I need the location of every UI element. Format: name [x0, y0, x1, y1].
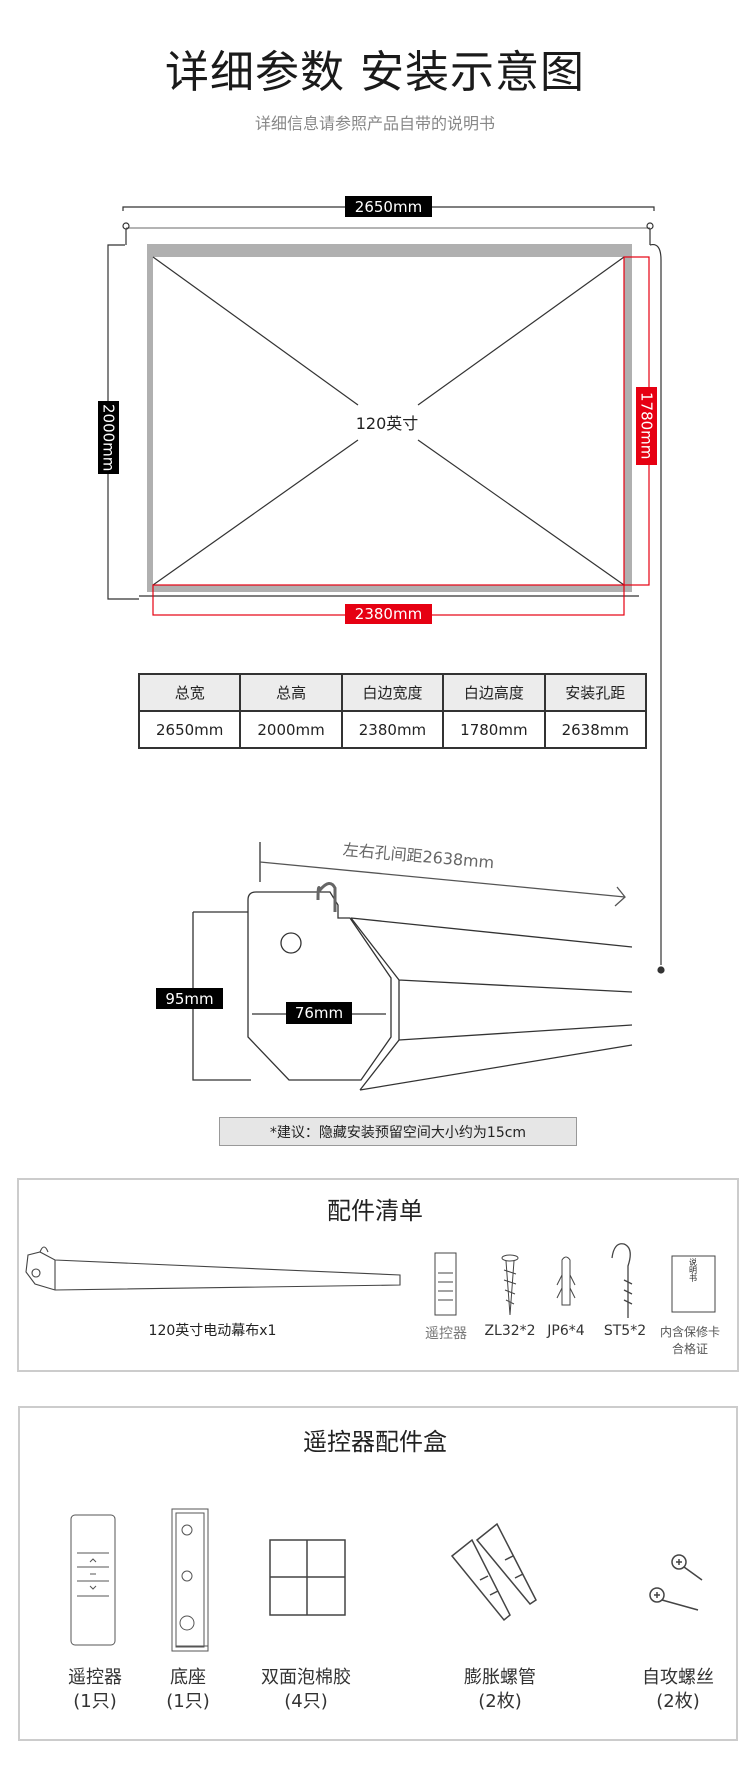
hook-label: ST5*2 [603, 1323, 647, 1339]
value-cell: 2000mm [239, 710, 343, 749]
screen-item-label: 120英寸电动幕布x1 [148, 1323, 277, 1339]
housing-diagram [192, 842, 633, 1091]
value-cell: 2650mm [137, 710, 242, 749]
foam-tape-label: 双面泡棉胶(4只) [261, 1667, 351, 1712]
header-cell: 总宽 [137, 673, 242, 712]
value-cell: 1780mm [442, 710, 546, 749]
white-width-label: 2380mm [345, 604, 432, 624]
manual-label-1: 内含保修卡 [659, 1325, 720, 1339]
remote-icon [434, 1252, 457, 1316]
screen-size-label: 120英寸 [355, 414, 419, 433]
value-cell: 2638mm [543, 710, 648, 749]
remote-control-label: 遥控器(1只) [68, 1667, 122, 1712]
header-cell: 总高 [239, 673, 343, 712]
housing-height-label: 95mm [156, 988, 223, 1009]
expansion-anchor-label: 膨胀螺管(2枚) [464, 1667, 536, 1712]
white-height-label: 1780mm [636, 387, 657, 465]
page-title: 详细参数 安装示意图 [165, 47, 585, 98]
manual-icon-text: 说明书 [689, 1257, 698, 1283]
page-subtitle: 详细信息请参照产品自带的说明书 [254, 114, 495, 133]
table-header-row: 总宽 总高 白边宽度 白边高度 安装孔距 [137, 673, 648, 712]
spec-table: 总宽 总高 白边宽度 白边高度 安装孔距 2650mm 2000mm 2380m… [137, 673, 648, 749]
foam-tape-icon [269, 1539, 346, 1616]
self-tapping-screw-icon [649, 1554, 703, 1611]
wall-base-label: 底座(1只) [166, 1667, 210, 1712]
anchor-icon [556, 1256, 576, 1306]
screen-diagram [107, 206, 665, 974]
value-cell: 2380mm [340, 710, 445, 749]
screw-icon [501, 1254, 519, 1316]
header-cell: 安装孔距 [543, 673, 648, 712]
total-width-label: 2650mm [345, 196, 432, 217]
screw-label: ZL32*2 [484, 1323, 536, 1339]
self-tapping-screw-label: 自攻螺丝(2枚) [642, 1667, 714, 1712]
hook-screw-icon [611, 1243, 633, 1318]
anchor-label: JP6*4 [547, 1323, 585, 1339]
remote-label: 遥控器 [425, 1326, 467, 1342]
remote-box-panel [18, 1406, 738, 1741]
accessories-panel [17, 1178, 739, 1372]
remote-box-icons [70, 1508, 703, 1652]
expansion-anchor-icon [450, 1522, 537, 1622]
remote-box-title: 遥控器配件盒 [303, 1428, 447, 1456]
install-note: *建议：隐藏安装预留空间大小约为15cm [219, 1117, 577, 1146]
motorized-screen-tube-icon [25, 1246, 401, 1291]
manual-icon: 说明书 [671, 1255, 716, 1313]
header-cell: 白边高度 [442, 673, 546, 712]
header-cell: 白边宽度 [340, 673, 445, 712]
housing-width-label: 76mm [286, 1002, 352, 1024]
accessories-title: 配件清单 [327, 1197, 423, 1225]
total-height-label: 2000mm [98, 401, 119, 474]
manual-label-2: 合格证 [671, 1342, 708, 1356]
remote-control-icon [70, 1514, 116, 1646]
table-row: 2650mm 2000mm 2380mm 1780mm 2638mm [137, 710, 648, 749]
wall-base-icon [171, 1508, 209, 1652]
accessory-icons: 说明书 [25, 1243, 716, 1318]
